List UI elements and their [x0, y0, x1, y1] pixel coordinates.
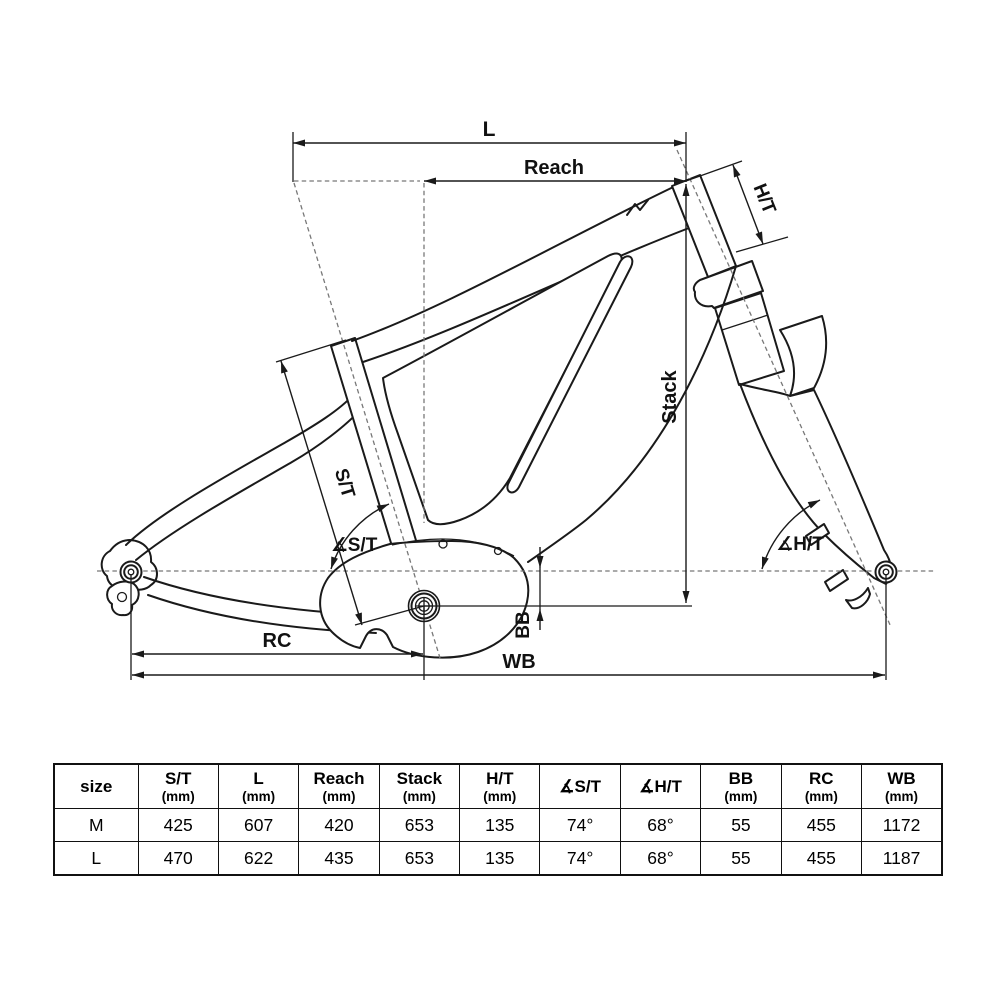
hanger-hole: [116, 591, 128, 603]
arc-seat-angle: [330, 503, 390, 570]
bike-geometry-diagram: L Reach Stack H/T S/T ∡S/T ∡H/T BB RC WB: [97, 118, 936, 680]
stanchion-band: [721, 314, 769, 331]
label-L: L: [483, 118, 496, 141]
label-angle-ht: ∡H/T: [776, 534, 824, 555]
label-bb: BB: [513, 611, 534, 638]
label-ht: H/T: [749, 181, 780, 218]
cell-rc: 455: [780, 841, 863, 876]
ht-tick-top: [685, 160, 743, 182]
column-header-wb: WB(mm): [861, 763, 943, 809]
column-header-l: L(mm): [217, 763, 300, 809]
cell-ht: 135: [459, 841, 541, 876]
column-header-rc: RC(mm): [780, 763, 863, 809]
column-header-ht: ∡H/T: [619, 763, 702, 809]
cell-size: L: [53, 841, 139, 876]
dim-seattube: [280, 360, 363, 626]
column-header-stack: Stack(mm): [378, 763, 461, 809]
fork-arch: [779, 315, 828, 397]
fork-crown: [692, 260, 764, 309]
label-wb: WB: [502, 651, 535, 673]
column-header-st: S/T(mm): [137, 763, 219, 809]
cell-st: 470: [137, 841, 219, 876]
st-tick-top: [275, 339, 347, 363]
derailleur-hanger: [106, 580, 140, 617]
column-header-st: ∡S/T: [539, 763, 621, 809]
down-tube-outer-edge: [527, 265, 737, 563]
cell-reach: 435: [298, 841, 380, 876]
main-triangle-cutout: [382, 252, 623, 526]
fork-stanchion: [714, 292, 785, 386]
seat-stay-lower: [135, 407, 363, 561]
cell-size: M: [53, 808, 139, 842]
cable-port-notch: [626, 199, 649, 216]
battery-edge-sliver: [506, 255, 634, 494]
label-reach: Reach: [524, 157, 584, 179]
fork-tab-lower: [824, 569, 849, 592]
dimension-lines: [130, 132, 887, 680]
bolt-circle-1: [438, 539, 448, 549]
cell-st: 425: [137, 808, 219, 842]
cell-reach: 420: [298, 808, 380, 842]
cell-rc: 455: [780, 808, 863, 842]
front-dropout-tip: [845, 587, 871, 610]
cell-wb: 1187: [861, 841, 943, 876]
seat-stay-upper: [125, 393, 355, 546]
label-stack: Stack: [659, 369, 681, 423]
dim-headtube: [732, 164, 764, 245]
arc-head-angle: [761, 499, 821, 570]
column-header-ht: H/T(mm): [459, 763, 541, 809]
column-header-reach: Reach(mm): [298, 763, 380, 809]
top-tube-upper-edge: [351, 180, 687, 342]
column-header-bb: BB(mm): [700, 763, 782, 809]
construction-lines: [97, 149, 936, 659]
cell-ht: 68°: [619, 808, 702, 842]
head-tube: [671, 174, 737, 278]
cell-l: 607: [217, 808, 300, 842]
seat-tube-axis-dashed: [293, 182, 441, 659]
frame-drawing: [100, 174, 892, 659]
cell-bb: 55: [700, 841, 782, 876]
cell-stack: 653: [378, 808, 461, 842]
cell-l: 622: [217, 841, 300, 876]
cell-st: 74°: [539, 808, 621, 842]
cell-st: 74°: [539, 841, 621, 876]
cell-ht: 135: [459, 808, 541, 842]
bolt-circle-2: [493, 546, 503, 556]
top-tube-lower-edge: [362, 227, 690, 363]
ht-tick-bottom: [735, 236, 789, 253]
cell-ht: 68°: [619, 841, 702, 876]
cell-wb: 1172: [861, 808, 943, 842]
label-angle-st: ∡S/T: [331, 535, 378, 556]
st-tick-bottom: [354, 605, 425, 626]
cell-bb: 55: [700, 808, 782, 842]
label-st: S/T: [330, 466, 359, 501]
cell-stack: 653: [378, 841, 461, 876]
steering-axis-dashed: [676, 149, 892, 628]
label-rc: RC: [263, 630, 292, 652]
column-header-size: size: [53, 763, 139, 809]
